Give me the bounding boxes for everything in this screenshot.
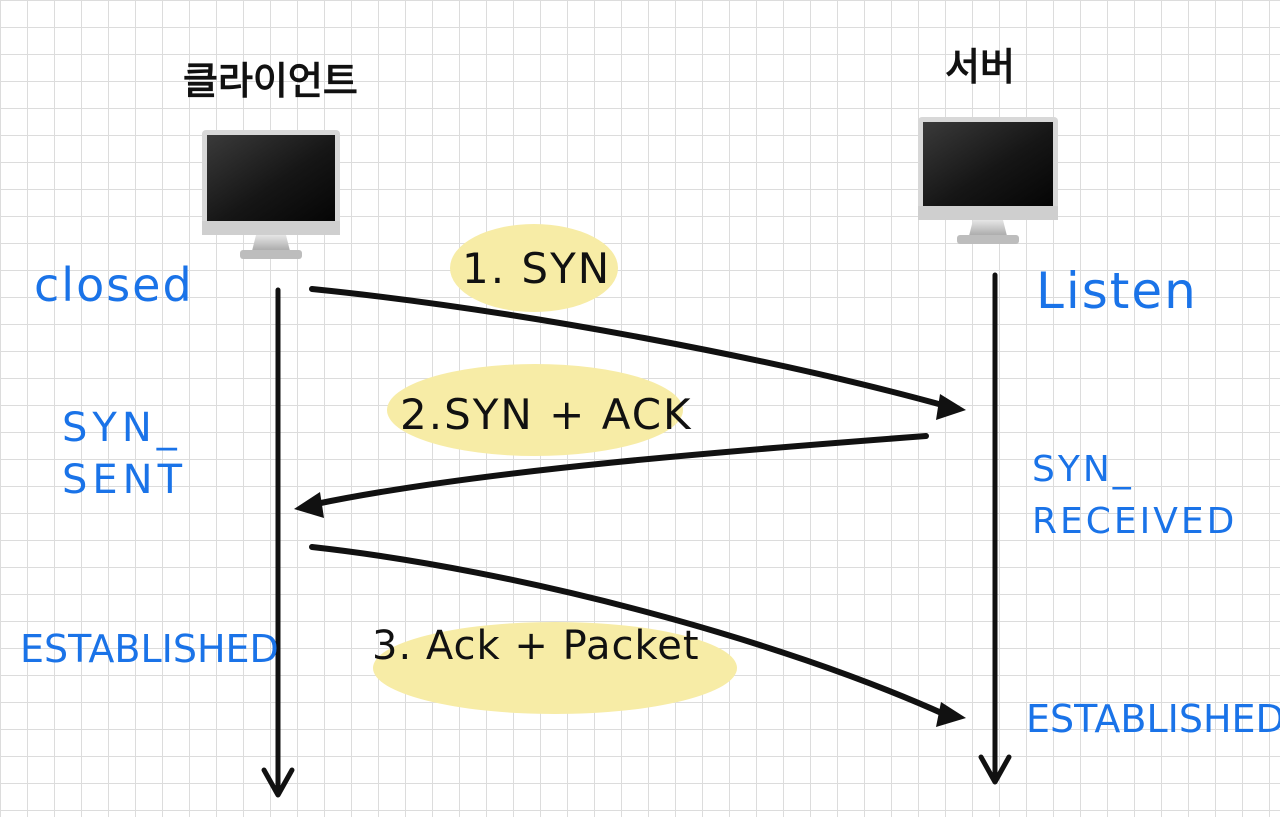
server-state-listen: Listen [1036,262,1198,320]
message-label-syn: 1. SYN [462,244,612,293]
message-label-ack-packet: 3. Ack + Packet [372,623,700,669]
client-state-syn-sent: SYN_ SENT [62,405,188,503]
client-state-established: ESTABLISHED [20,627,279,671]
server-state-syn-received: SYN_ RECEIVED [1032,449,1238,542]
server-timeline [978,272,1012,785]
client-state-closed: closed [34,258,194,312]
arrow-syn-ack [294,433,929,518]
client-monitor-icon [202,130,340,259]
highlight-2 [387,364,683,456]
arrow-syn [309,286,966,420]
arrow-ack-packet [309,544,966,727]
server-title: 서버 [945,45,1015,89]
client-title: 클라이언트 [183,59,358,103]
highlight-3 [373,622,737,714]
server-monitor-icon [918,117,1058,244]
client-timeline [261,287,295,798]
message-label-syn-ack: 2.SYN + ACK [400,390,693,439]
highlight-1 [450,224,618,312]
server-state-established: ESTABLISHED [1026,697,1280,741]
